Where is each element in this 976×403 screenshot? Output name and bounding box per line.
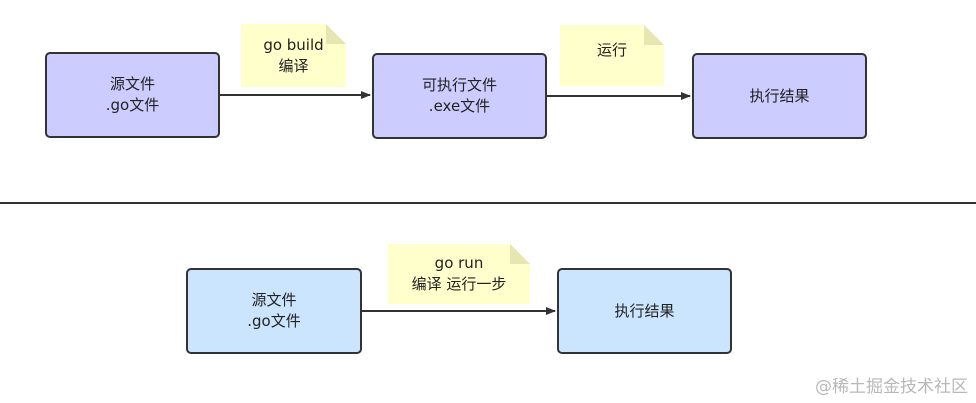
source-file-label: 源文件 [109, 75, 155, 93]
note-paper-icon [388, 244, 530, 304]
source-file-label-2: 源文件 [251, 291, 297, 309]
go-run-note: go run 编译 运行一步 [388, 244, 530, 304]
execution-result-box: 执行结果 [692, 53, 867, 139]
go-build-note: go build 编译 [241, 24, 346, 87]
note-paper-icon [241, 24, 346, 87]
executable-file-label: 可执行文件 [421, 76, 497, 94]
watermark: @稀土掘金技术社区 [815, 377, 968, 397]
go-build-compile-label: 编译 [278, 56, 309, 75]
go-run-description: 编译 运行一步 [411, 275, 507, 293]
go-build-command: go build [263, 35, 324, 54]
source-file-ext-label-2: .go文件 [247, 312, 301, 330]
source-file-box-2: 源文件 .go文件 [186, 268, 362, 354]
go-run-command: go run [434, 254, 484, 272]
executable-file-box: 可执行文件 .exe文件 [372, 53, 547, 139]
note-paper-icon [560, 25, 664, 86]
source-file-box: 源文件 .go文件 [45, 52, 220, 138]
execution-result-box-2: 执行结果 [557, 268, 732, 354]
run-label: 运行 [596, 41, 627, 59]
source-file-ext-label: .go文件 [105, 96, 160, 114]
execution-result-label-2: 执行结果 [614, 301, 675, 320]
executable-file-ext-label: .exe文件 [428, 97, 491, 115]
execution-result-label: 执行结果 [749, 86, 810, 105]
run-note: 运行 [560, 25, 664, 86]
